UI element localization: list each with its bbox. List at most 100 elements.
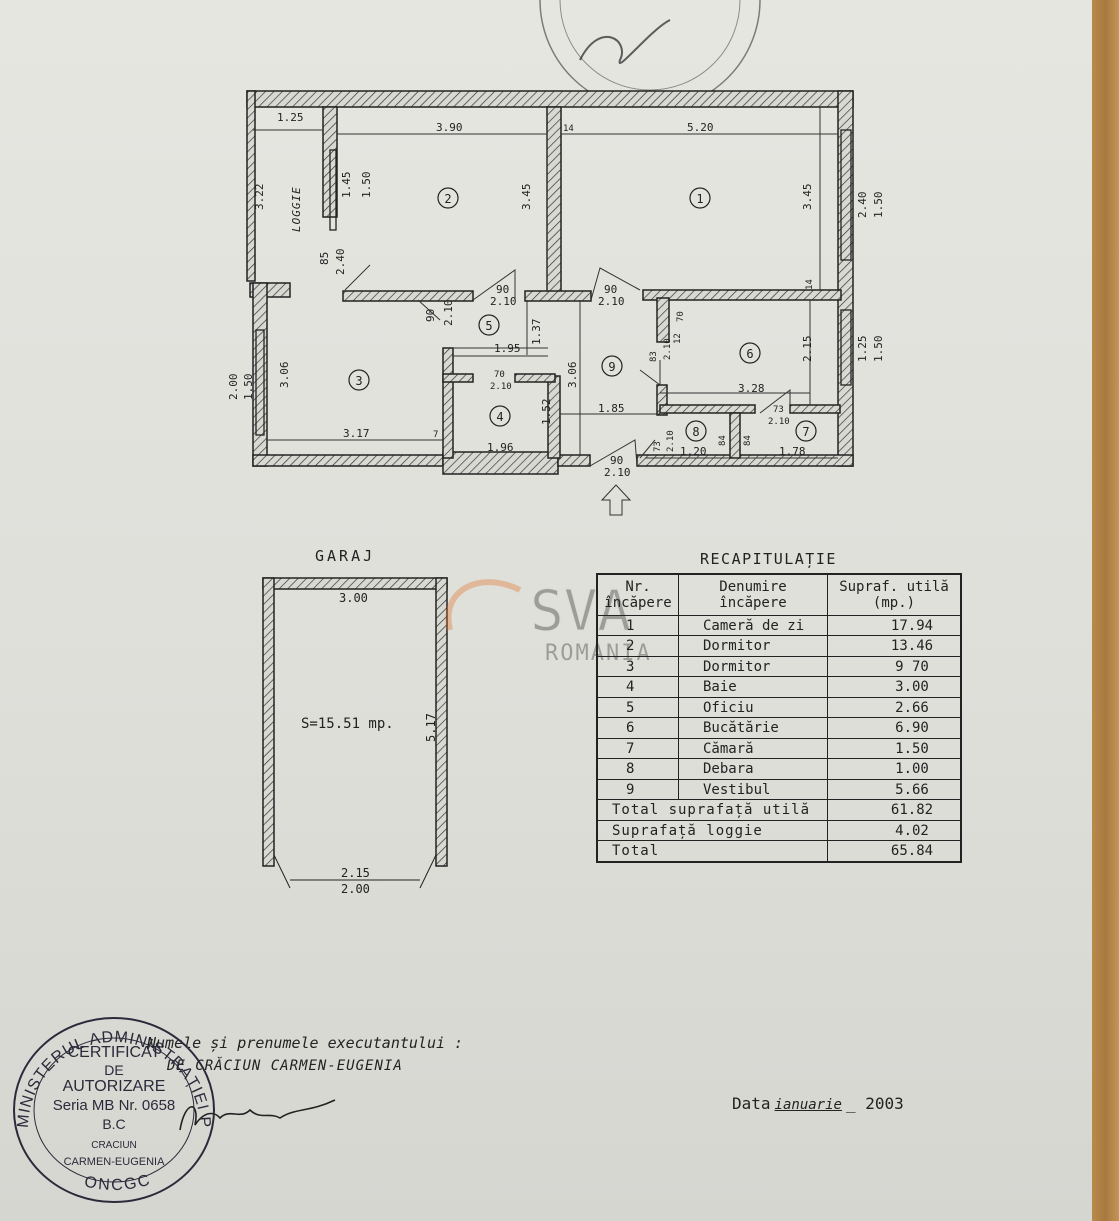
svg-text:14: 14 xyxy=(563,124,574,134)
wood-background xyxy=(1092,0,1119,1221)
svg-text:3.06: 3.06 xyxy=(278,362,291,389)
garage-length: 5.17 xyxy=(424,713,438,742)
date-label: Data xyxy=(732,1094,771,1113)
stamp-line-6: CRACIUN xyxy=(91,1140,137,1151)
cell-num: 7 xyxy=(596,737,679,760)
cell-area: 1.50 xyxy=(827,737,962,760)
recap-title: RECAPITULAȚIE xyxy=(700,550,837,568)
room-label-6: 6 xyxy=(746,347,753,361)
svg-text:2.10: 2.10 xyxy=(768,417,790,427)
svg-text:1.25: 1.25 xyxy=(277,111,304,124)
svg-text:1.45: 1.45 xyxy=(340,172,353,199)
svg-text:2.10: 2.10 xyxy=(490,382,512,392)
floor-plan: 1 2 3 4 5 6 7 8 9 1.25 3.90 14 5.20 3.22… xyxy=(227,90,885,516)
wall-kitchen-a xyxy=(656,297,670,343)
garage-width: 3.00 xyxy=(339,591,368,605)
stamp-line-2: DE xyxy=(104,1062,124,1078)
wall-kitchen-b xyxy=(656,384,668,416)
recap-table: Nr. încăpere Denumire încăpere Supraf. u… xyxy=(596,573,962,863)
wall-kitchen-bottom-b xyxy=(789,404,841,414)
svg-text:1.37: 1.37 xyxy=(530,319,543,346)
cell-name: Bucătărie xyxy=(678,717,828,739)
cell-area: 13.46 xyxy=(827,635,962,657)
svg-text:1.20: 1.20 xyxy=(680,445,707,458)
svg-text:73: 73 xyxy=(773,405,784,415)
svg-text:1.50: 1.50 xyxy=(242,374,255,401)
official-stamp: MINISTERUL ADMINISTRAȚIEI PUBLICE ONCGC xyxy=(8,1008,215,1203)
dimensions: 1.25 3.90 14 5.20 3.22 LOGGIE 1.45 1.50 … xyxy=(227,111,885,479)
wall-bath-top-b xyxy=(514,373,556,383)
cell-num: 8 xyxy=(596,758,679,780)
stamp-line-5: B.C xyxy=(102,1116,126,1132)
total-value: 61.82 xyxy=(827,799,962,821)
wall-bottom-b xyxy=(442,451,559,475)
svg-text:3.17: 3.17 xyxy=(343,427,370,440)
svg-text:1.52: 1.52 xyxy=(540,399,553,426)
svg-text:14: 14 xyxy=(805,279,815,290)
wall-bottom-a xyxy=(252,454,444,467)
svg-text:3.45: 3.45 xyxy=(520,184,533,211)
cell-name: Dormitor xyxy=(678,655,828,678)
executant-surname: CRĂCIUN xyxy=(195,1058,262,1074)
room-label-2: 2 xyxy=(444,192,451,206)
wall-2-1 xyxy=(546,106,562,293)
svg-text:1.50: 1.50 xyxy=(872,336,885,363)
svg-text:2.10: 2.10 xyxy=(604,466,631,479)
cell-name: Cameră de zi xyxy=(678,614,828,637)
svg-text:90: 90 xyxy=(610,454,623,467)
svg-text:2.40: 2.40 xyxy=(856,192,869,219)
wall-bath-top-a xyxy=(442,373,474,383)
room-label-4: 4 xyxy=(496,410,503,424)
room-label-1: 1 xyxy=(696,192,703,206)
svg-text:70: 70 xyxy=(494,370,505,380)
svg-text:90: 90 xyxy=(496,283,509,296)
wall-left-upper xyxy=(246,90,256,282)
cell-num: 5 xyxy=(596,696,679,719)
executant-given-name: CARMEN-EUGENIA xyxy=(270,1058,403,1074)
svg-text:1.50: 1.50 xyxy=(872,192,885,219)
svg-text:1.95: 1.95 xyxy=(494,342,521,355)
cell-num: 6 xyxy=(596,717,679,739)
svg-text:2.10: 2.10 xyxy=(490,295,517,308)
svg-text:1.50: 1.50 xyxy=(360,172,373,199)
top-stamp-fragment xyxy=(539,0,761,100)
date-year: 2003 xyxy=(865,1094,904,1113)
svg-text:2.10: 2.10 xyxy=(598,295,625,308)
svg-text:84: 84 xyxy=(718,435,728,446)
cell-name: Cămară xyxy=(678,737,828,760)
cell-num: 1 xyxy=(596,614,679,637)
col-name: Denumire încăpere xyxy=(678,573,828,616)
svg-text:90: 90 xyxy=(424,309,437,322)
cell-area: 17.94 xyxy=(827,614,962,637)
svg-text:12: 12 xyxy=(673,333,683,344)
col-nr: Nr. încăpere xyxy=(596,573,679,616)
stamp-ring-bottom: ONCGC xyxy=(83,1171,152,1194)
svg-text:3.06: 3.06 xyxy=(566,362,579,389)
loggie-label: LOGGIE xyxy=(290,186,303,232)
svg-text:84: 84 xyxy=(743,435,753,446)
cell-area: 1.00 xyxy=(827,758,962,780)
stamp-line-4: Seria MB Nr. 0658 xyxy=(52,1097,176,1114)
svg-text:3.28: 3.28 xyxy=(738,382,765,395)
svg-text:2.10: 2.10 xyxy=(442,300,455,327)
cell-num: 4 xyxy=(596,676,679,698)
svg-text:83: 83 xyxy=(649,351,659,362)
svg-text:2.10: 2.10 xyxy=(666,430,676,452)
cell-name: Vestibul xyxy=(678,778,828,801)
svg-text:1.85: 1.85 xyxy=(598,402,625,415)
cell-area: 6.90 xyxy=(827,717,962,739)
stamp-line-3: AUTORIZARE xyxy=(62,1078,166,1095)
cell-name: Dormitor xyxy=(678,635,828,657)
svg-text:2.40: 2.40 xyxy=(334,249,347,276)
svg-text:5.20: 5.20 xyxy=(687,121,714,134)
wall-top xyxy=(246,90,854,108)
wall-bottom-c xyxy=(557,454,591,467)
garage-door-top: 2.15 xyxy=(341,866,370,880)
svg-text:3.90: 3.90 xyxy=(436,121,463,134)
room-label-8: 8 xyxy=(692,425,699,439)
